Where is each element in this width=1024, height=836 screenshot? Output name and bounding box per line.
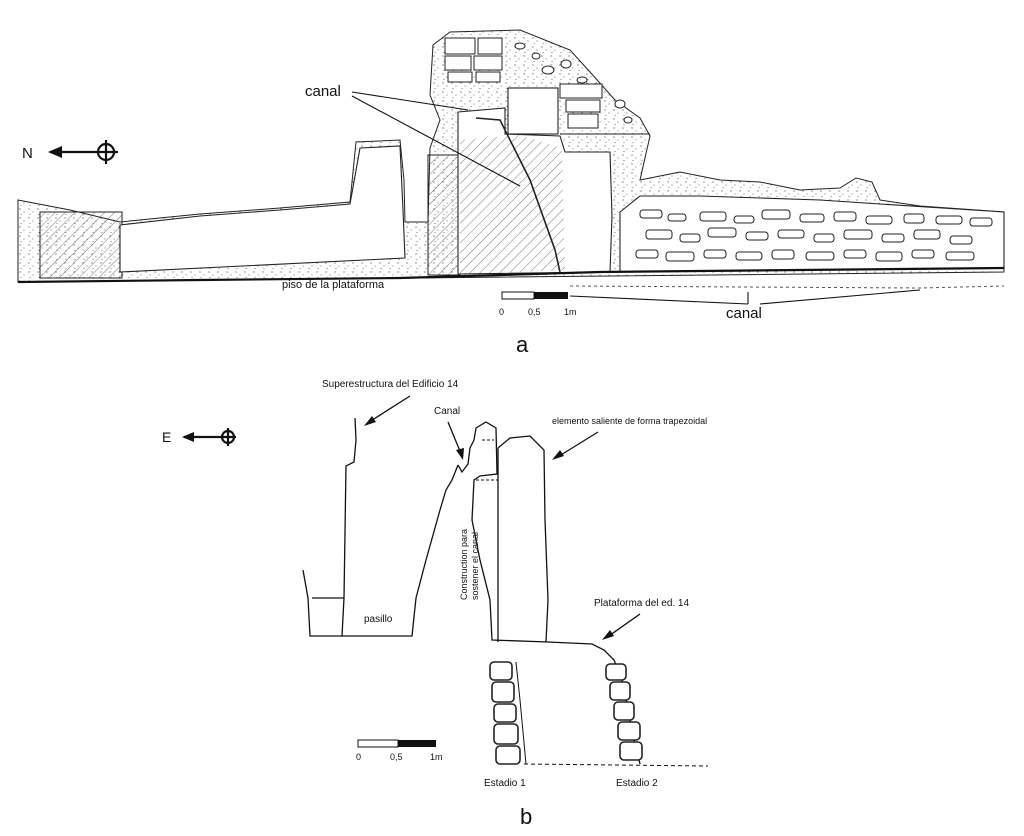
wall-left xyxy=(119,145,406,273)
svg-text:0: 0 xyxy=(356,752,361,762)
scale-bar-b: 0 0,5 1m xyxy=(356,739,443,762)
hatched-central xyxy=(460,135,565,274)
hatched-column xyxy=(427,154,461,276)
panel-a-section-drawing: N xyxy=(17,29,1005,357)
north-label: N xyxy=(22,145,33,162)
canal-label-bottom: canal xyxy=(726,305,762,322)
right-wall-stones xyxy=(635,209,993,262)
panel-b-letter: b xyxy=(520,804,532,829)
stage-baseline xyxy=(523,763,709,767)
stage1-label: Estadio 1 xyxy=(484,778,526,789)
north-arrow-icon xyxy=(48,140,118,164)
stage1-stones xyxy=(489,661,527,765)
panel-b-plan-drawing: E xyxy=(162,379,709,829)
scale-bar-a: 0 0,5 1m xyxy=(499,291,577,317)
trapezoid-label: elemento saliente de forma trapezoidal xyxy=(552,416,707,426)
svg-text:1m: 1m xyxy=(564,307,577,317)
panel-a-letter: a xyxy=(516,332,529,357)
canal-line-a xyxy=(475,117,561,273)
stage2-stones xyxy=(605,663,643,761)
floor-label: piso de la plataforma xyxy=(282,279,385,291)
svg-text:sostener el canal: sostener el canal xyxy=(470,532,480,600)
corridor-label: pasillo xyxy=(364,614,393,625)
corridor-outline xyxy=(312,464,459,637)
superstructure-outline xyxy=(302,417,357,637)
stage2-label: Estadio 2 xyxy=(616,778,658,789)
canal-label-b: Canal xyxy=(434,406,460,417)
east-label: E xyxy=(162,429,171,445)
svg-text:1m: 1m xyxy=(430,752,443,762)
svg-text:0,5: 0,5 xyxy=(528,307,541,317)
platform-label: Plataforma del ed. 14 xyxy=(594,598,689,609)
trapezoid-element xyxy=(497,435,549,643)
canal-construction xyxy=(457,421,641,765)
superstructure-label: Superestructura del Edificio 14 xyxy=(322,379,459,390)
svg-text:0: 0 xyxy=(499,307,504,317)
east-arrow-icon xyxy=(182,428,236,446)
canal-dashed-lower xyxy=(569,285,1005,289)
svg-text:Construction para: Construction para xyxy=(459,529,469,600)
construction-label: Construction para sostener el canal xyxy=(459,529,480,600)
hatched-block-left xyxy=(39,211,123,279)
platform-floor-line xyxy=(17,266,1005,284)
upper-masonry xyxy=(444,37,650,135)
svg-text:0,5: 0,5 xyxy=(390,752,403,762)
canal-label-top: canal xyxy=(305,83,341,100)
